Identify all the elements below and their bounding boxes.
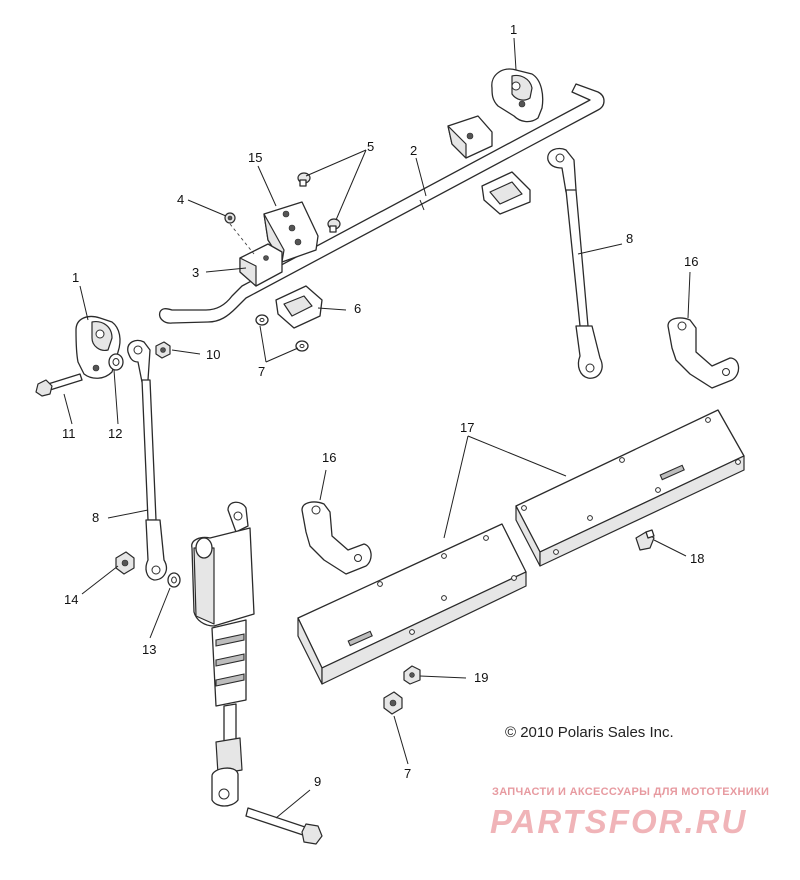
copyright-notice: © 2010 Polaris Sales Inc. (505, 724, 674, 741)
clamp-6 (275, 285, 323, 329)
watermark-tagline: ЗАПЧАСТИ И АКСЕССУАРЫ ДЛЯ МОТОТЕХНИКИ (492, 786, 770, 798)
callout-13: 13 (142, 642, 156, 657)
callout-11: 11 (62, 426, 76, 441)
shock-absorber (191, 501, 255, 807)
rail-17-left (297, 523, 527, 685)
bar-bracket-right (481, 171, 531, 215)
bushing-clamp-top (491, 68, 544, 123)
callout-8-right: 8 (626, 231, 633, 246)
callout-5: 5 (367, 139, 374, 154)
callout-labels: 1 2 15 5 4 3 6 7 10 1 11 12 8 8 14 13 16… (62, 22, 704, 789)
callout-14: 14 (64, 592, 78, 607)
washer-13 (167, 572, 181, 588)
callout-2: 2 (410, 143, 417, 158)
callout-1-top: 1 (510, 22, 517, 37)
washer-7a (255, 314, 269, 326)
bracket-16-center (301, 501, 372, 575)
callout-16-right: 16 (684, 254, 698, 269)
screw-4 (224, 212, 236, 224)
bolt-9 (245, 807, 323, 845)
callout-17: 17 (460, 420, 474, 435)
nut-14 (115, 551, 135, 575)
callout-16-center: 16 (322, 450, 336, 465)
clamp-3 (239, 243, 283, 287)
leader-lines (63, 37, 691, 819)
stabilizer-bar (158, 83, 605, 324)
callout-7-top: 7 (258, 364, 265, 379)
bolt-18 (635, 529, 655, 551)
callout-6: 6 (354, 301, 361, 316)
callout-12: 12 (108, 426, 122, 441)
callout-19: 19 (474, 670, 488, 685)
bracket-15 (263, 201, 319, 263)
link-8-left (127, 339, 168, 581)
nut-7-bottom (383, 691, 403, 715)
bolt-11 (35, 373, 83, 397)
callout-7-bottom: 7 (404, 766, 411, 781)
callout-15: 15 (248, 150, 262, 165)
washer-12 (108, 353, 124, 371)
callout-10: 10 (206, 347, 220, 362)
callout-1-left: 1 (72, 270, 79, 285)
bolt-19 (403, 665, 421, 685)
callout-4: 4 (177, 192, 184, 207)
callout-8-left: 8 (92, 510, 99, 525)
bracket-16-right (667, 317, 740, 389)
nut-10 (155, 341, 171, 359)
link-8-right (547, 147, 603, 379)
screw-5b (327, 218, 341, 233)
bar-bracket-top (447, 115, 493, 159)
washer-7b (295, 340, 309, 352)
callout-3: 3 (192, 265, 199, 280)
callout-9: 9 (314, 774, 321, 789)
rail-17-right (515, 409, 745, 567)
callout-18: 18 (690, 551, 704, 566)
watermark-logo: PARTSFOR.RU (490, 803, 748, 840)
